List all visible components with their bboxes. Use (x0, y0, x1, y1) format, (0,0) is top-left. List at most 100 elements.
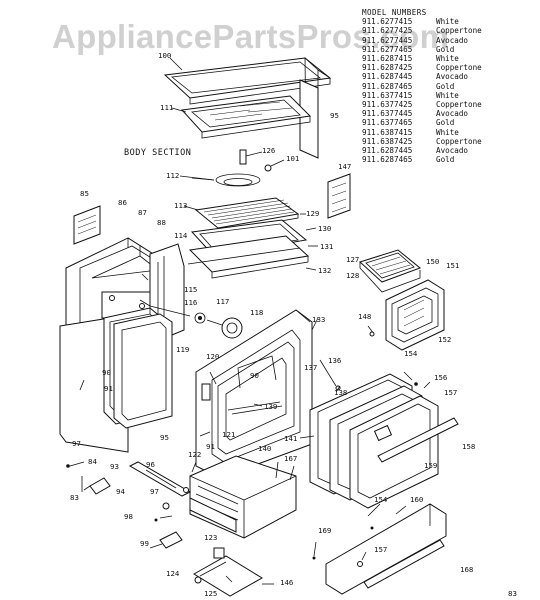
models-header: MODEL NUMBERS (362, 8, 427, 17)
part-label: 111 (160, 103, 174, 112)
part-label: 112 (166, 171, 180, 180)
model-color: Gold (436, 118, 455, 128)
model-color: White (436, 127, 459, 137)
oven-window-part (385, 279, 445, 351)
part-label: 101 (286, 154, 300, 163)
storage-drawer-part (189, 455, 297, 539)
part-label: 121 (222, 430, 236, 439)
broiler-pan-part (187, 219, 310, 279)
model-color: Avocado (436, 109, 469, 119)
model-number: 911.6287445 (362, 146, 413, 156)
model-number: 911.6287465 (362, 81, 413, 91)
part-label: 160 (410, 495, 424, 504)
model-color: Avocado (436, 35, 469, 45)
part-label: 131 (320, 242, 334, 251)
part-label: 125 (204, 589, 218, 598)
screw-part (367, 325, 375, 337)
model-number: 911.6277425 (362, 26, 413, 36)
model-color: Coppertone (436, 136, 482, 146)
model-number: 911.6287415 (362, 54, 413, 64)
watermark: AppliancePartsPros.com (52, 18, 450, 55)
model-number: 911.6277415 (362, 17, 413, 27)
part-label: 97 (150, 487, 159, 496)
part-label: 159 (424, 461, 438, 470)
part-label: 90 (250, 371, 259, 380)
part-label: 91 (104, 384, 113, 393)
leader-lines (79, 57, 431, 583)
part-label: 138 (334, 388, 348, 397)
part-label: 113 (174, 201, 188, 210)
tube-part (239, 149, 285, 172)
part-label: 116 (184, 298, 198, 307)
part-label: 168 (460, 565, 474, 574)
part-label: 136 (328, 356, 342, 365)
clip-part (312, 541, 317, 560)
model-number: 911.6377465 (362, 118, 413, 128)
part-label: 150 (426, 257, 440, 266)
part-label: 169 (318, 526, 332, 535)
model-color: Gold (436, 81, 455, 91)
drawer-rail-part (128, 461, 192, 497)
part-label: 90 (102, 368, 111, 377)
page-number: 83 (508, 589, 517, 598)
part-label: 148 (358, 312, 372, 321)
model-color: White (436, 17, 459, 27)
part-label: 137 (304, 363, 318, 372)
door-spring-part (319, 359, 341, 391)
model-number: 911.6387415 (362, 127, 413, 137)
drawer-front-part (325, 503, 447, 595)
model-row: 911.6287465 Gold (362, 82, 482, 91)
model-row: 911.6377465 Gold (362, 118, 482, 127)
part-label: 151 (446, 261, 460, 270)
part-label: 118 (250, 308, 264, 317)
model-color: Avocado (436, 72, 469, 82)
model-color: White (436, 90, 459, 100)
model-number: 911.6287465 (362, 155, 413, 165)
part-label: 86 (118, 198, 127, 207)
part-label: 132 (318, 266, 332, 275)
part-label: 130 (318, 224, 332, 233)
part-label: 152 (438, 335, 452, 344)
part-label: 147 (338, 162, 352, 171)
part-label: 91 (206, 442, 215, 451)
part-label: 87 (138, 208, 147, 217)
section-title: BODY SECTION (124, 148, 192, 158)
side-panel-part (299, 79, 319, 159)
oven-liner-part (113, 313, 173, 429)
part-label: 123 (204, 533, 218, 542)
part-label: 100 (158, 51, 172, 60)
model-color: Gold (436, 44, 455, 54)
model-row: 911.6277415 White (362, 17, 482, 26)
part-label: 158 (462, 442, 476, 451)
part-label: 157 (374, 545, 388, 554)
part-label: 85 (80, 189, 89, 198)
part-label: 115 (184, 285, 198, 294)
part-label: 157 (444, 388, 458, 397)
part-label: 96 (146, 460, 155, 469)
broiler-grid-part (194, 197, 300, 233)
hardware-parts (66, 461, 189, 549)
model-row: 911.6287465 Gold (362, 155, 482, 164)
model-color: Gold (436, 155, 455, 165)
model-color: Coppertone (436, 26, 482, 36)
part-label: 99 (140, 539, 149, 548)
model-number: 911.6287425 (362, 63, 413, 73)
part-label: 94 (116, 487, 125, 496)
model-number: 911.6377415 (362, 90, 413, 100)
part-label: 114 (174, 231, 188, 240)
base-trim-part (193, 547, 274, 597)
part-label: 127 (346, 255, 360, 264)
model-number: 911.6377445 (362, 109, 413, 119)
model-color: Coppertone (436, 63, 482, 73)
part-label: 167 (284, 454, 298, 463)
model-row: 911.6287425 Coppertone (362, 63, 482, 72)
part-label: 119 (176, 345, 190, 354)
model-row: 911.6377445 Avocado (362, 109, 482, 118)
model-row: 911.6387415 White (362, 128, 482, 137)
oven-door-frame (195, 309, 313, 479)
